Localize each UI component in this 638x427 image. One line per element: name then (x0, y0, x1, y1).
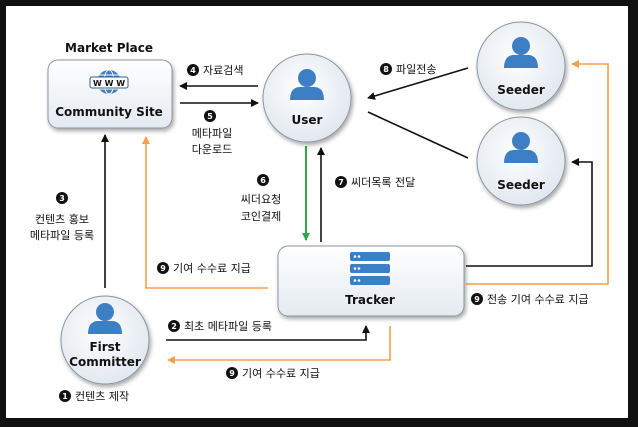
step-2-number: 2 (171, 322, 177, 331)
step-6: 6 씨더요청 코인결제 (241, 174, 281, 223)
community-site-label: Community Site (55, 105, 163, 119)
workflow-diagram: Market Place W W W Community Site User S… (30, 21, 609, 403)
market-place-label: Market Place (65, 41, 153, 55)
step-6-label-line1: 씨더요청 (241, 193, 281, 206)
step-3-label-line1: 컨텐츠 홍보 (35, 212, 89, 226)
step-2: 2 최초 메타파일 등록 (168, 319, 272, 333)
step-6-label-line2: 코인결제 (241, 210, 281, 223)
step-7-label: 씨더목록 전달 (351, 176, 415, 189)
step-1: 1 컨텐츠 제작 (59, 390, 129, 403)
step-5-number: 5 (207, 112, 213, 121)
edge-transfer-fee-seeder (466, 60, 609, 285)
edge-tracker-seeder (466, 158, 593, 267)
first-committer-label-line1: First (89, 340, 120, 354)
tracker-node[interactable]: Tracker (277, 245, 465, 317)
step-5: 5 메타파일 다운로드 (192, 110, 232, 156)
step-7: 7 씨더목록 전달 (335, 176, 415, 189)
step-7-number: 7 (338, 178, 344, 187)
step-5-label-line2: 다운로드 (192, 143, 232, 156)
step-9-seeder-number: 9 (474, 295, 480, 304)
globe-www-icon: W W W (89, 69, 129, 95)
community-site-node[interactable]: W W W Community Site (47, 59, 173, 129)
seeder-top-label: Seeder (497, 83, 545, 97)
edge-first-register (166, 325, 370, 341)
step-1-number: 1 (62, 392, 68, 401)
edge-contribution-fee-committer (167, 326, 391, 364)
step-4: 4 자료검색 (187, 64, 243, 77)
step-8: 8 파일전송 (380, 62, 436, 76)
seeder-bottom-node[interactable]: Seeder (476, 116, 566, 206)
first-committer-label-line2: Committer (69, 355, 141, 369)
step-9-site: 9 기여 수수료 지급 (157, 262, 251, 275)
edge-contribution-fee-site (142, 136, 268, 289)
step-9-site-label: 기여 수수료 지급 (173, 262, 251, 275)
seeder-bottom-label: Seeder (497, 178, 545, 192)
step-9-committer-number: 9 (229, 369, 235, 378)
step-2-label: 최초 메타파일 등록 (184, 319, 272, 333)
www-label: W W W (93, 79, 125, 88)
step-4-number: 4 (190, 66, 196, 75)
step-3-label-line2: 메타파일 등록 (30, 228, 94, 242)
user-node[interactable]: User (262, 53, 352, 143)
edge-seeder-user (367, 111, 469, 159)
step-3: 3 컨텐츠 홍보 메타파일 등록 (30, 192, 94, 242)
first-committer-node[interactable]: First Committer (60, 295, 150, 385)
step-9-site-number: 9 (160, 264, 166, 273)
step-9-seeder: 9 전송 기여 수수료 지급 (471, 293, 589, 306)
step-5-label-line1: 메타파일 (192, 126, 232, 140)
step-9-committer-label: 기여 수수료 지급 (242, 367, 320, 380)
step-8-number: 8 (383, 65, 389, 74)
seeder-top-node[interactable]: Seeder (476, 21, 566, 111)
user-label: User (292, 113, 323, 127)
step-9-committer: 9 기여 수수료 지급 (226, 367, 320, 380)
step-8-label: 파일전송 (396, 62, 436, 76)
step-9-seeder-label: 전송 기여 수수료 지급 (487, 293, 589, 306)
edge-file-transfer (367, 67, 469, 100)
step-6-number: 6 (260, 176, 266, 185)
tracker-label: Tracker (345, 293, 395, 307)
server-stack-icon (350, 252, 390, 285)
step-4-label: 자료검색 (203, 64, 243, 77)
step-1-label: 컨텐츠 제작 (75, 390, 129, 403)
step-3-number: 3 (59, 194, 65, 203)
diagram-canvas: Market Place W W W Community Site User S… (6, 6, 628, 418)
